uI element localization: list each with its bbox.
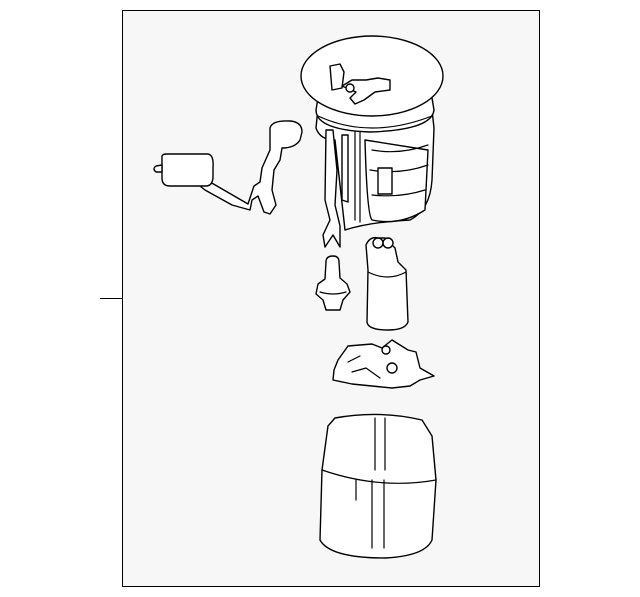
pump-bracket [332,339,435,389]
filter-fitting [315,255,351,311]
fuel-level-sender [153,120,303,215]
reservoir-cup [319,413,437,559]
fuel-pump [365,236,409,331]
fuel-pump-module [300,35,444,248]
